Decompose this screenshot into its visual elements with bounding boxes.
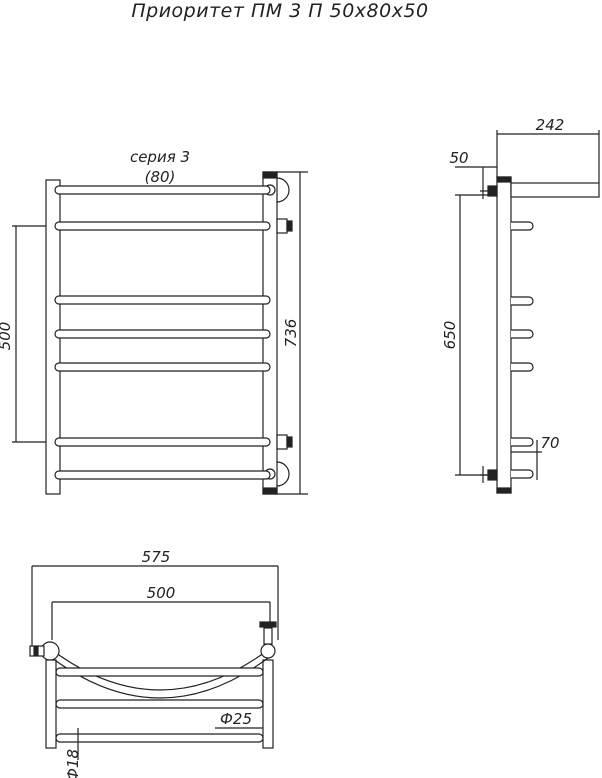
top-rung <box>55 699 264 709</box>
rung <box>54 329 271 339</box>
front-dim-500-label: 500 <box>0 322 14 351</box>
side-top-arm <box>510 182 600 198</box>
front-dim-500 <box>12 225 46 443</box>
rung <box>54 437 271 447</box>
top-rung <box>55 733 264 743</box>
top-dim-pipe-dia-label: Ф25 <box>220 710 252 728</box>
side-dim-70-label: 70 <box>540 434 559 452</box>
rung <box>54 470 271 480</box>
front-rungs <box>54 185 271 480</box>
top-dim-575-label: 575 <box>142 548 171 566</box>
series-label: серия 3 <box>130 148 190 166</box>
rung <box>54 185 271 195</box>
front-dim-736 <box>277 171 308 495</box>
side-pipe <box>496 176 512 494</box>
top-dim-rung-dia-label: Ф18 <box>64 749 82 778</box>
side-dim-50-label: 50 <box>449 149 468 167</box>
front-top-connector <box>276 177 290 203</box>
drawing-title: Приоритет ПМ 3 П 50х80х50 <box>131 0 429 22</box>
rung <box>54 295 271 305</box>
series-sub-label: (80) <box>145 168 176 186</box>
top-rung <box>55 667 264 677</box>
front-view: 500 736 серия 3 (80) <box>0 148 308 495</box>
front-bottom-connector <box>276 461 290 487</box>
side-dim-650-label: 650 <box>441 321 459 350</box>
front-top-cap <box>262 171 278 179</box>
top-right-connector <box>260 643 276 659</box>
rung <box>54 362 271 372</box>
top-left-frame <box>45 659 57 749</box>
front-lower-valve <box>276 434 293 450</box>
top-view: 575 500 Ф25 Ф18 <box>29 548 279 778</box>
front-dim-736-label: 736 <box>282 319 300 348</box>
side-rungs <box>511 221 534 479</box>
side-dim-242-label: 242 <box>536 116 565 134</box>
side-view: 242 50 650 70 <box>441 116 600 494</box>
side-top-bracket <box>480 183 498 199</box>
top-dim-500-label: 500 <box>147 584 176 602</box>
top-right-frame <box>262 659 274 749</box>
front-upper-valve <box>276 218 293 234</box>
front-bottom-cap <box>262 487 278 495</box>
rung <box>54 221 271 231</box>
